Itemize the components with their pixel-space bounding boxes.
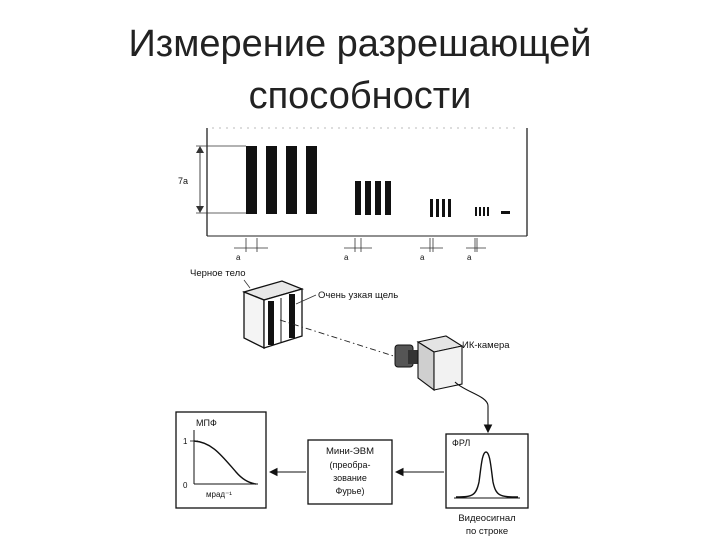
ir-camera: ИК-камера: [394, 335, 510, 392]
width-label-4: a: [467, 253, 472, 262]
bar-group-1: [246, 146, 317, 214]
bar: [306, 146, 317, 214]
video-label-2: по строке: [466, 526, 508, 537]
bar: [375, 181, 381, 215]
slit-jaw-right: [289, 294, 295, 338]
blackbody-assembly: Черное тело Очень узкая щель: [190, 268, 398, 350]
width-label-3: a: [420, 253, 425, 262]
bar: [355, 181, 361, 215]
computer-label-1: Мини-ЭВМ: [326, 446, 374, 457]
bar-group-2: [355, 181, 391, 215]
blackbody-icon: [242, 280, 304, 350]
camera-cable: [454, 381, 493, 434]
bar: [442, 199, 445, 217]
computer-label-3: зование: [333, 473, 367, 483]
mtf-y-max-label: 1: [183, 437, 188, 446]
slit-label: Очень узкая щель: [318, 290, 398, 301]
computer-frame: [307, 439, 393, 505]
bar: [487, 207, 489, 216]
bar: [483, 207, 485, 216]
bar: [286, 146, 297, 214]
height-arrow-head-top: [196, 146, 204, 153]
width-label-2: a: [344, 253, 349, 262]
mtf-title: МПФ: [196, 418, 217, 428]
bar-target: 7a a a a a: [178, 127, 528, 262]
blackbody-label: Черное тело: [190, 268, 246, 279]
lsf-curve: [455, 451, 519, 498]
slide-title-line-1: Измерение разрешающей: [128, 23, 592, 65]
bar-dash: [501, 211, 510, 214]
bar: [365, 181, 371, 215]
height-dimension: 7a: [178, 145, 246, 214]
lsf-title: ФРЛ: [452, 438, 470, 448]
camera-lens-ring: [408, 350, 418, 364]
mtf-x-unit: мрад⁻¹: [206, 490, 232, 499]
mtf-curve: [193, 440, 257, 485]
optical-axis-line: [279, 319, 401, 359]
mtf-frame: [175, 411, 267, 509]
computer-block: Мини-ЭВМ (преобра- зование Фурье): [307, 439, 393, 505]
bar-group-3: [430, 199, 451, 217]
camera-body-front: [433, 345, 463, 391]
slit-jaw-left: [268, 301, 274, 345]
blackbody-pointer: [243, 279, 251, 289]
computer-label-2: (преобра-: [329, 460, 370, 470]
lsf-frame: [445, 433, 529, 509]
video-label-1: Видеосигнал: [458, 513, 515, 524]
bar: [475, 207, 477, 216]
bar: [385, 181, 391, 215]
height-label: 7a: [178, 176, 188, 186]
bar: [448, 199, 451, 217]
bar: [430, 199, 433, 217]
computer-label-4: Фурье): [336, 486, 365, 496]
lsf-plot: ФРЛ: [445, 433, 529, 509]
blackbody-side: [243, 291, 265, 350]
bar: [266, 146, 277, 214]
height-arrow-head-bottom: [196, 206, 204, 213]
ir-camera-label: ИК-камера: [462, 340, 510, 351]
slit-pointer: [295, 294, 317, 305]
bar: [479, 207, 481, 216]
slide-title-line-2: способности: [248, 75, 472, 117]
width-dimensions: a a a a: [234, 238, 486, 262]
camera-icon: [394, 335, 464, 392]
slide-title: Измерение разрешающей способности: [0, 18, 720, 122]
width-label-1: a: [236, 253, 241, 262]
bar: [436, 199, 439, 217]
bar: [246, 146, 257, 214]
bar-group-4: [475, 207, 510, 216]
mtf-origin-label: 0: [183, 481, 188, 490]
mtf-plot: МПФ 1 0 мрад⁻¹: [175, 411, 267, 509]
